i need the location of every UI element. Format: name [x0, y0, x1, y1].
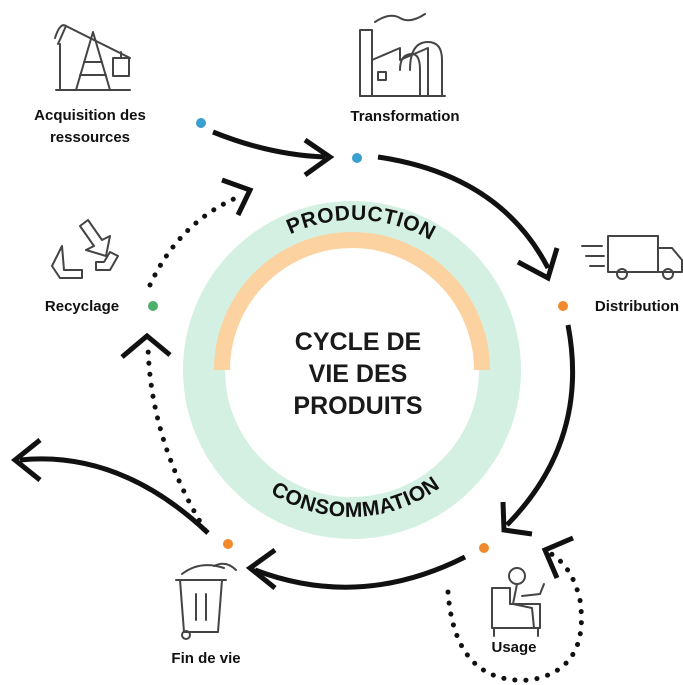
- recycle-icon: [51, 219, 119, 279]
- center-title-line-3: PRODUITS: [293, 392, 422, 420]
- fin-de-vie-label: Fin de vie: [171, 650, 240, 667]
- dot-fin-de-vie: [223, 539, 233, 549]
- dotted-arrow-usage-loop: [445, 535, 584, 683]
- dot-transformation: [352, 153, 362, 163]
- arrow-acquisition-to-transformation: [212, 129, 335, 178]
- cycle-ring: [183, 201, 521, 539]
- dotted-arrow-fin-de-vie-to-recyclage: [120, 332, 208, 533]
- dotted-arrow-recyclage-to-acquisition: [147, 177, 254, 288]
- arrow-distribution-to-usage: [500, 324, 576, 537]
- trash-bin-icon: [175, 562, 237, 640]
- person-armchair-laptop-icon: [491, 567, 545, 637]
- factory-icon: [359, 13, 446, 97]
- dot-distribution: [558, 301, 568, 311]
- arrow-fin-de-vie-exit: [10, 438, 210, 535]
- production-band: [214, 232, 490, 371]
- center-title-line-2: VIE DES: [309, 360, 408, 388]
- dot-usage: [479, 543, 489, 553]
- recyclage-label: Recyclage: [45, 298, 119, 315]
- oil-pump-icon: [54, 24, 131, 91]
- dot-acquisition: [196, 118, 206, 128]
- acquisition-label-line-1: Acquisition des: [34, 107, 146, 124]
- acquisition-label-line-2: ressources: [50, 129, 130, 146]
- arrow-transformation-to-distribution: [377, 154, 560, 282]
- dot-recyclage: [148, 301, 158, 311]
- delivery-truck-icon: [581, 235, 683, 280]
- arrow-usage-to-fin-de-vie: [245, 547, 467, 590]
- usage-label: Usage: [491, 639, 536, 656]
- transformation-label: Transformation: [350, 108, 459, 125]
- center-title-line-1: CYCLE DE: [295, 328, 421, 356]
- distribution-label: Distribution: [595, 298, 679, 315]
